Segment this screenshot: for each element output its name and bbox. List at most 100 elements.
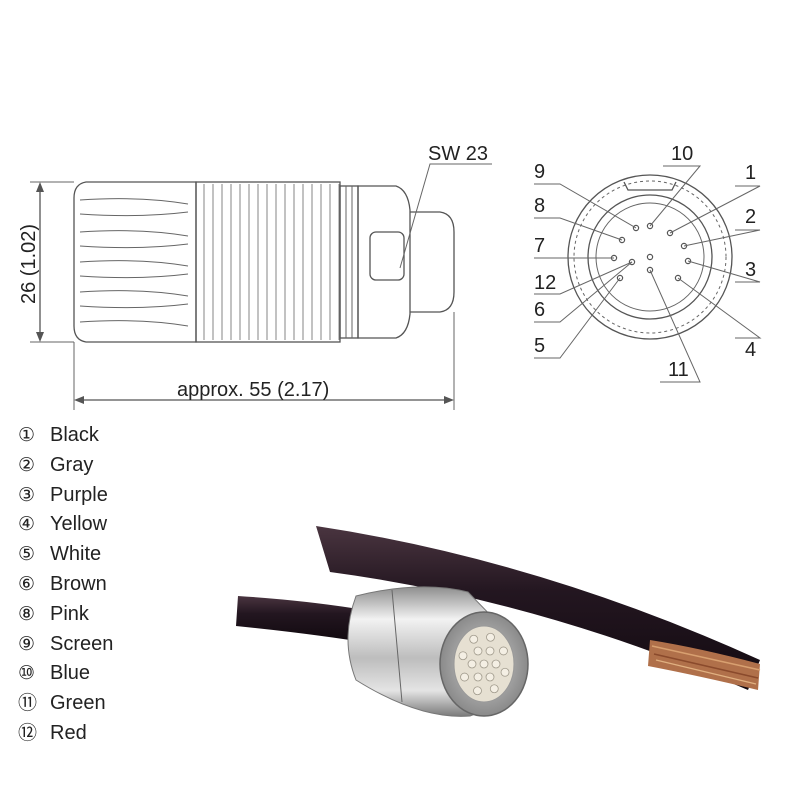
legend-color: Red [50, 721, 87, 744]
pin-label-3: 3 [745, 259, 756, 281]
legend-item: ③ Purple [18, 481, 113, 511]
photo-contact-pin [458, 651, 468, 661]
photo-contact-pin [486, 632, 495, 642]
legend-number: ⑤ [18, 543, 36, 566]
legend-item: ⑧ Pink [18, 600, 113, 630]
pin-label-5: 5 [534, 335, 545, 357]
insert-face [595, 202, 705, 312]
pin-leader-line [534, 277, 621, 359]
photo-contact-pin [500, 667, 510, 677]
pin-dot [632, 224, 640, 232]
pin-leader-line [534, 261, 633, 295]
key-notch [623, 181, 677, 191]
legend-color: Blue [50, 662, 91, 685]
photo-contact-pin [460, 672, 469, 682]
wrench-flat [369, 231, 405, 281]
legend-number: ⑪ [18, 692, 38, 715]
inner-ring [587, 194, 713, 320]
pin-label-10: 10 [671, 143, 693, 165]
photo-contact-pin [473, 646, 483, 656]
legend-color: Purple [50, 483, 108, 506]
pin-dot [628, 258, 636, 266]
pin-label-7: 7 [534, 235, 545, 257]
pin-leader-line [534, 261, 633, 323]
photo-contact-pin [489, 684, 499, 694]
legend-color: White [50, 543, 102, 566]
legend-item: ② Gray [18, 451, 113, 481]
pin-dot [680, 242, 688, 250]
pin-label-9: 9 [534, 161, 545, 183]
legend-number: ⑩ [18, 662, 36, 685]
cable-photo [236, 526, 761, 717]
pin-label-12: 12 [534, 272, 556, 294]
pin-dot [646, 253, 654, 261]
pin-dot [616, 274, 624, 282]
length-dimension-label: approx. 55 (2.17) [177, 379, 329, 401]
legend-number: ⑥ [18, 572, 36, 595]
legend-number: ③ [18, 483, 36, 506]
legend-color: Pink [50, 602, 89, 625]
pin-dot [666, 229, 674, 237]
pin-layout-drawing: 1 2 3 4 5 6 7 8 9 10 11 12 [534, 143, 762, 383]
pin-label-8: 8 [534, 195, 545, 217]
legend-color: Gray [50, 453, 94, 476]
legend-item: ⑩ Blue [18, 659, 113, 689]
wrench-size-label: SW 23 [428, 143, 488, 165]
legend-item: ⑤ White [18, 540, 113, 570]
legend-color: Screen [50, 632, 114, 655]
collar-ring [339, 185, 359, 339]
photo-contact-pin [469, 634, 479, 644]
legend-item: ④ Yellow [18, 510, 113, 540]
legend-item: ⑨ Screen [18, 630, 113, 660]
legend-color: Black [50, 424, 99, 446]
pin-leader-line [649, 165, 702, 227]
pin-leader-line [683, 229, 761, 247]
legend-number: ⑨ [18, 632, 36, 655]
pin-dot [674, 274, 682, 282]
pin-dot [646, 266, 654, 274]
cable-entry [410, 211, 455, 313]
legend-color: Green [50, 692, 106, 715]
pin-leader-line [534, 217, 623, 241]
main-cable [316, 526, 760, 690]
grip-ridges [79, 198, 189, 327]
pin-dot [684, 257, 692, 265]
knurl-ring [573, 180, 727, 334]
nut-section [357, 185, 411, 339]
outer-ring [567, 174, 733, 340]
legend-item: ⑥ Brown [18, 570, 113, 600]
side-view-drawing: SW 23 26 (1.02) approx. 55 (2.17) [18, 143, 492, 410]
pin-label-4: 4 [745, 339, 756, 361]
legend-number: ② [18, 453, 36, 476]
photo-contact-pin [491, 659, 501, 669]
pin-label-2: 2 [745, 206, 756, 228]
pin-label-11: 11 [668, 359, 689, 381]
rear-cable [236, 596, 352, 640]
photo-contact-pin [467, 659, 477, 669]
legend-color: Yellow [50, 513, 108, 536]
body-ribs [203, 184, 340, 340]
grip-body [73, 181, 197, 343]
pin-dot [646, 222, 654, 230]
photo-contact-pin [479, 659, 489, 669]
pin-leader-line [687, 260, 761, 283]
pin-dot [618, 236, 626, 244]
pin-dots [610, 222, 692, 282]
photo-contact-pins [458, 632, 510, 696]
pin-leader-line [649, 269, 701, 383]
legend-item: ⑪ Green [18, 689, 113, 719]
ribbed-body [195, 181, 341, 343]
photo-contact-pin [473, 686, 482, 696]
pin-leader-line [677, 277, 762, 339]
legend-number: ④ [18, 513, 36, 536]
pin-leaders [534, 165, 762, 383]
photo-contact-pin [485, 646, 495, 656]
legend-number: ⑧ [18, 602, 36, 625]
height-dimension-label: 26 (1.02) [18, 224, 40, 304]
photo-contact-pin [499, 646, 508, 656]
legend-color: Brown [50, 572, 107, 595]
